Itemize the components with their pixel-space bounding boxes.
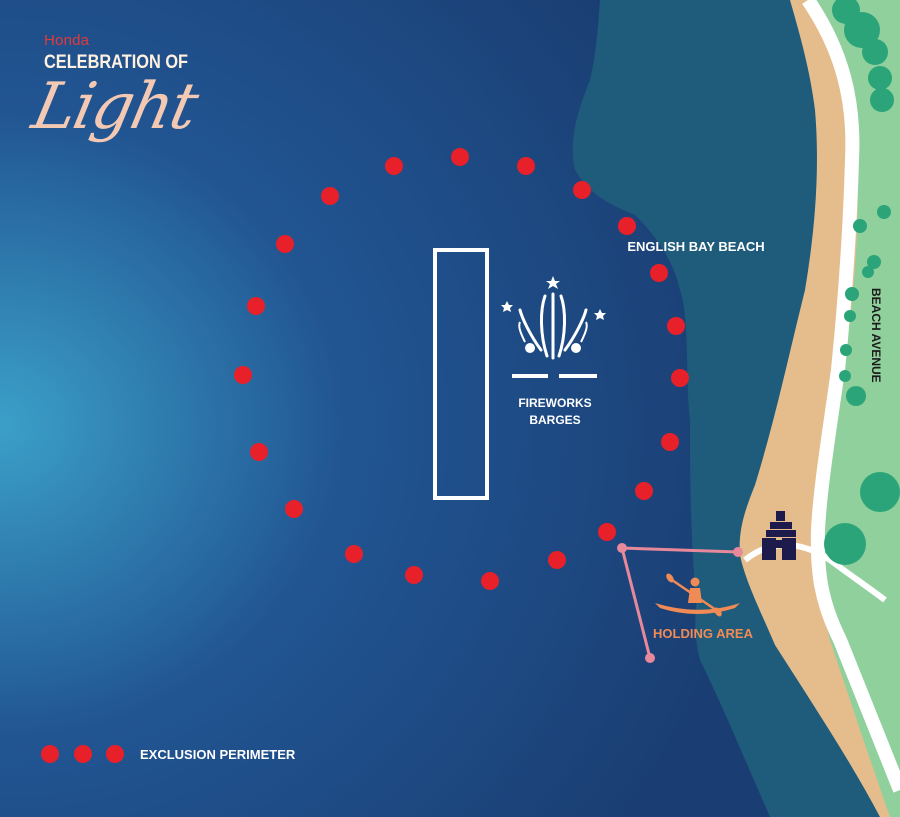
holding-area-label: HOLDING AREA — [653, 626, 754, 641]
perimeter-dot — [321, 187, 339, 205]
perimeter-dot — [598, 523, 616, 541]
holding-area-boundary — [617, 543, 743, 663]
barges-label-line2: BARGES — [529, 413, 580, 427]
tree — [862, 266, 874, 278]
park-grass — [815, 0, 900, 817]
barge-zone — [433, 248, 489, 500]
tree — [862, 39, 888, 65]
inukshuk-landmark-icon — [762, 511, 796, 560]
tree — [853, 219, 867, 233]
fireworks-icon — [501, 276, 606, 378]
tree — [877, 205, 891, 219]
exclusion-perimeter — [234, 148, 689, 590]
barges-label-line1: FIREWORKS — [518, 396, 591, 410]
tree — [868, 66, 892, 90]
tree — [840, 344, 852, 356]
perimeter-dot — [234, 366, 252, 384]
perimeter-dot — [517, 157, 535, 175]
perimeter-dot — [618, 217, 636, 235]
logo-title-line1: CELEBRATION OF — [44, 52, 189, 73]
perimeter-dot — [285, 500, 303, 518]
event-logo: Honda CELEBRATION OF Light — [22, 32, 203, 172]
legend-perimeter-dots — [41, 745, 124, 763]
logo-title-line2: Light — [26, 70, 203, 144]
perimeter-dot — [671, 369, 689, 387]
kayaker-icon — [655, 573, 740, 617]
legend-label: EXCLUSION PERIMETER — [140, 747, 296, 762]
perimeter-dot — [250, 443, 268, 461]
perimeter-dot — [650, 264, 668, 282]
tree — [846, 386, 866, 406]
perimeter-dot — [573, 181, 591, 199]
logo-brand: Honda — [44, 32, 90, 49]
legend-dot — [74, 745, 92, 763]
legend-dot — [41, 745, 59, 763]
tree — [844, 12, 880, 48]
beach-avenue-road — [802, 0, 900, 793]
avenue-label: BEACH AVENUE — [869, 288, 883, 383]
perimeter-dot — [247, 297, 265, 315]
perimeter-dot — [667, 317, 685, 335]
tree — [870, 88, 894, 112]
perimeter-dot — [548, 551, 566, 569]
tree — [824, 523, 866, 565]
tree — [860, 472, 900, 512]
tree — [867, 255, 881, 269]
perimeter-dot — [385, 157, 403, 175]
tree — [839, 370, 851, 382]
perimeter-dot — [405, 566, 423, 584]
grass-strip — [825, 0, 869, 541]
legend-dot — [106, 745, 124, 763]
perimeter-dot — [345, 545, 363, 563]
perimeter-dot — [276, 235, 294, 253]
perimeter-dot — [451, 148, 469, 166]
perimeter-dot — [635, 482, 653, 500]
perimeter-dot — [661, 433, 679, 451]
beach-label: ENGLISH BAY BEACH — [627, 239, 764, 254]
perimeter-dot — [481, 572, 499, 590]
tree — [844, 310, 856, 322]
trees — [824, 0, 900, 565]
tree — [845, 287, 859, 301]
